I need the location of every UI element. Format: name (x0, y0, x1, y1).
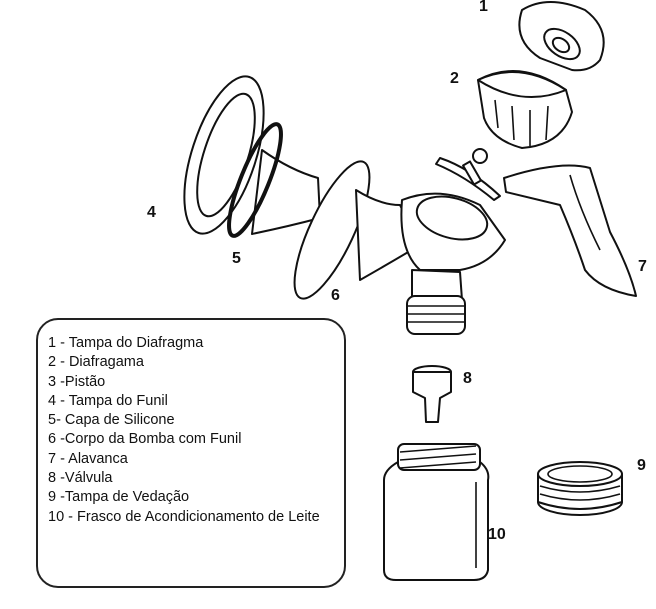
part-2-diaphragm (477, 70, 573, 149)
legend-item-2: 2 - Diafragama (48, 354, 144, 371)
parts-legend: 1 - Tampa do Diafragma 2 - Diafragama 3 … (36, 318, 346, 588)
legend-item-4: 4 - Tampa do Funil (48, 392, 168, 409)
legend-item-6: 6 -Corpo da Bomba com Funil (48, 431, 242, 448)
label-part-10: 10 (488, 526, 506, 543)
legend-item-8: 8 -Válvula (48, 470, 113, 487)
label-part-4: 4 (147, 204, 156, 221)
part-3-piston (435, 148, 501, 201)
legend-item-7: 7 - Alavanca (48, 450, 128, 467)
legend-item-3: 3 -Pistão (48, 373, 106, 390)
label-part-6: 6 (331, 287, 340, 304)
label-part-1: 1 (479, 0, 488, 15)
label-part-9: 9 (637, 457, 646, 474)
part-8-valve (412, 365, 452, 423)
legend-item-9: 9 -Tampa de Vedação (48, 489, 190, 506)
part-6-pump-body (293, 160, 506, 335)
part-9-sealing-cap (537, 461, 623, 516)
part-1-diaphragm-cap (518, 1, 605, 72)
legend-item-10: 10 - Frasco de Acondicionamento de Leite (48, 508, 320, 525)
legend-item-5: 5- Capa de Silicone (48, 412, 175, 429)
part-10-milk-bottle (383, 443, 490, 581)
label-part-5: 5 (232, 250, 241, 267)
part-7-lever (503, 164, 637, 297)
label-part-8: 8 (463, 370, 472, 387)
label-part-2: 2 (450, 70, 459, 87)
label-part-7: 7 (638, 258, 647, 275)
legend-item-1: 1 - Tampa do Diafragma (48, 335, 204, 351)
